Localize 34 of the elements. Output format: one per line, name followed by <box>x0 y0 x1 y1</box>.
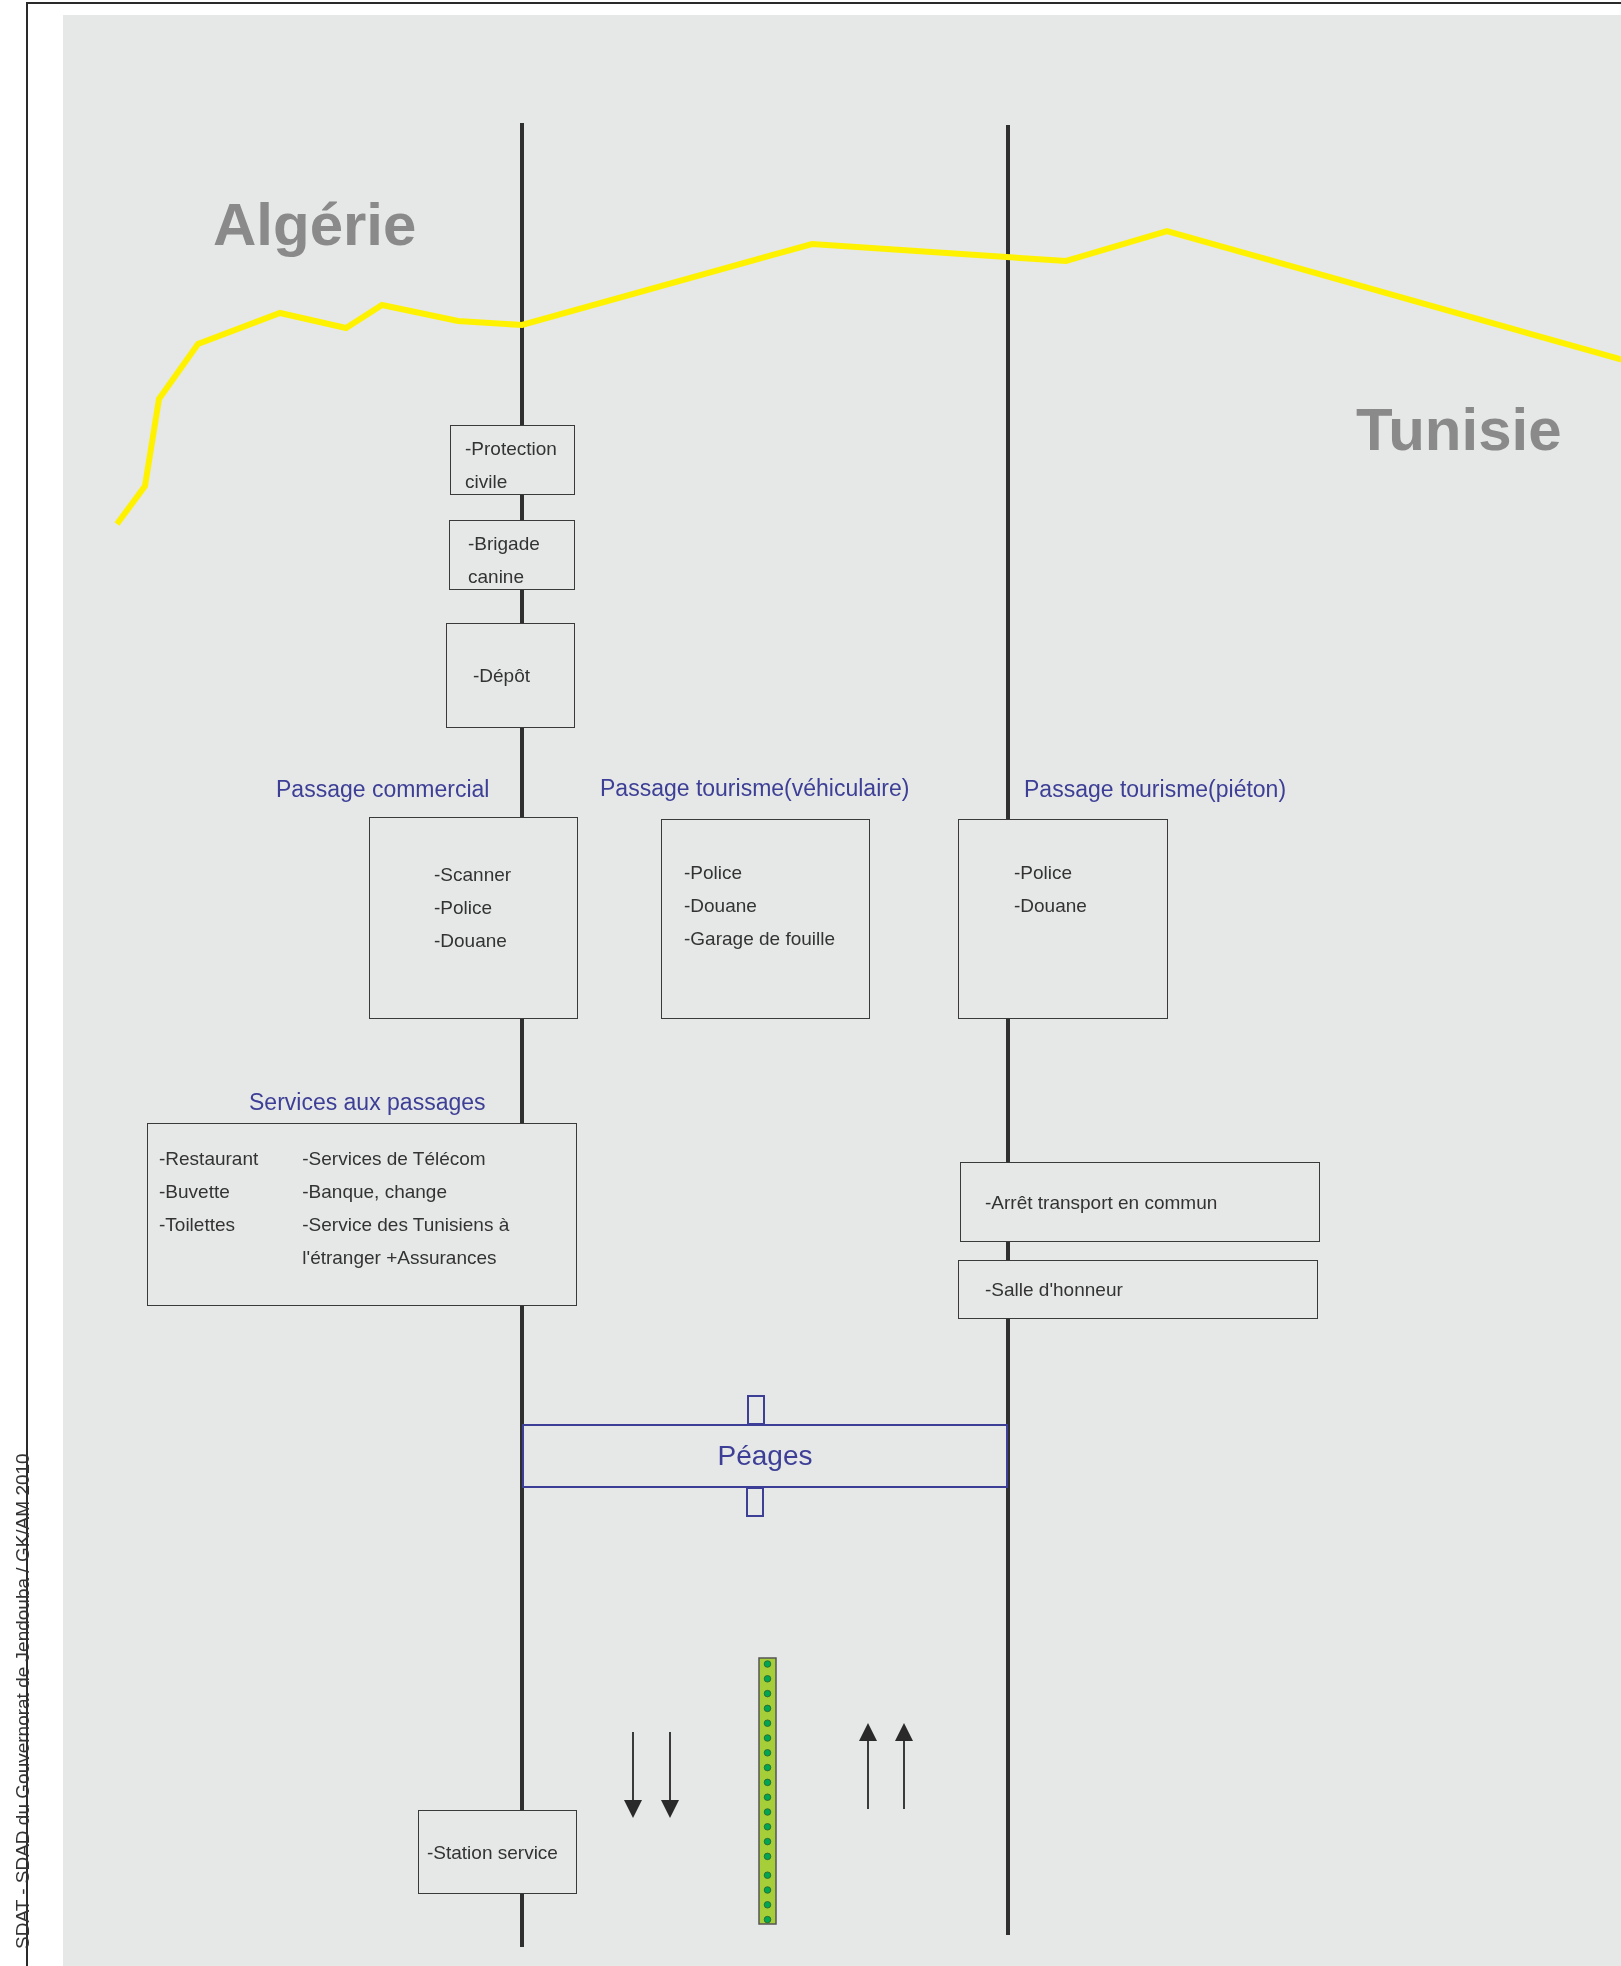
list-item: -Service des Tunisiens à l'étranger +Assurances <box>302 1213 511 1270</box>
list-item: -Garage de fouille <box>684 927 836 951</box>
section-heading: Services aux passages <box>249 1088 486 1117</box>
list-item: -Restaurant <box>159 1147 259 1171</box>
section-heading: Passage commercial <box>276 775 490 804</box>
list-item: -Dépôt <box>473 664 531 688</box>
list-item: -Douane <box>1014 894 1087 918</box>
list-item: -Arrêt transport en commun <box>985 1190 1218 1215</box>
list-item: -Protection civile <box>465 437 558 494</box>
list-item: -Police <box>434 896 493 920</box>
section-heading: Passage tourisme(véhiculaire) <box>600 774 910 803</box>
list-item: -Police <box>1014 861 1073 885</box>
source-credit: SDAT - SDAD du Gouvernorat de Jendouba / GK/AM 2010 <box>12 1453 34 1949</box>
country-label: Algérie <box>213 195 417 255</box>
country-label: Tunisie <box>1356 400 1562 460</box>
list-item: -Banque, change <box>302 1180 448 1204</box>
facility-box <box>449 520 575 590</box>
facility-box <box>960 1162 1320 1242</box>
list-item: -Services de Télécom <box>302 1147 487 1171</box>
facility-box <box>450 425 575 495</box>
facility-box <box>446 623 575 728</box>
list-item: -Douane <box>434 929 507 953</box>
section-heading: Passage tourisme(piéton) <box>1024 775 1287 804</box>
list-item: -Scanner <box>434 863 512 887</box>
list-item: -Station service <box>427 1840 558 1865</box>
list-item: -Police <box>684 861 743 885</box>
list-item: -Douane <box>684 894 757 918</box>
list-item: -Salle d'honneur <box>985 1278 1123 1302</box>
list-item: -Buvette <box>159 1180 231 1204</box>
facility-box <box>418 1810 577 1894</box>
facility-box <box>958 1260 1318 1319</box>
list-item: -Toilettes <box>159 1213 237 1237</box>
toll-zone-box: Péages <box>522 1424 1008 1488</box>
list-item: -Brigade canine <box>468 532 541 589</box>
